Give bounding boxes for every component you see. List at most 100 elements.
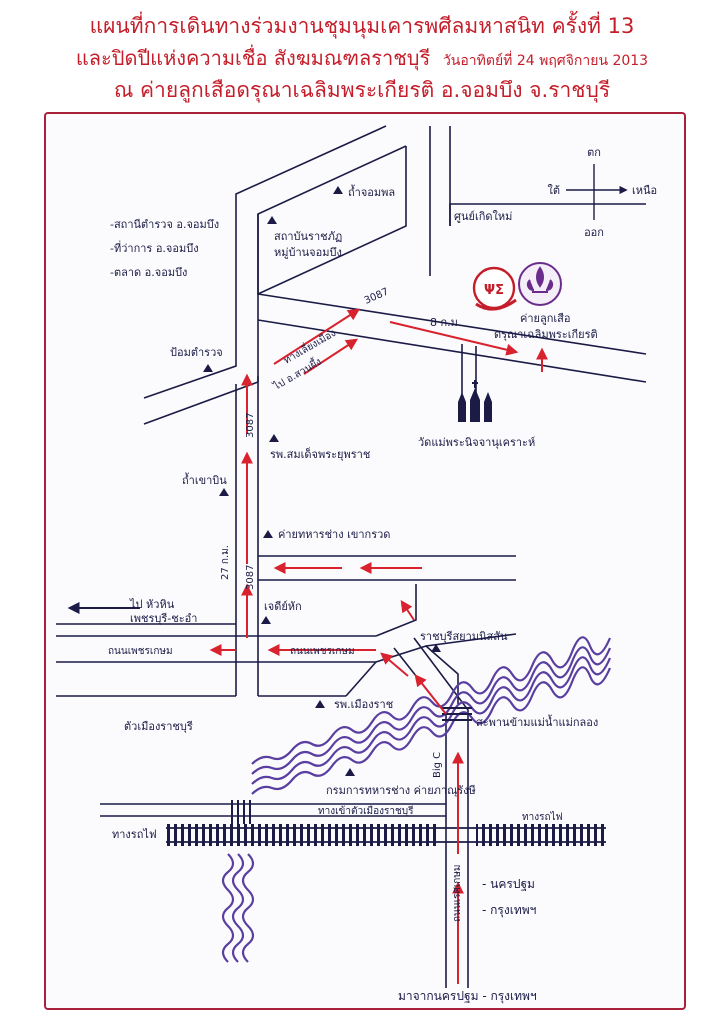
landmark-markers [203,186,441,776]
label-city: ตัวเมืองราชบุรี [124,720,193,733]
arrow-to-camp [389,321,519,356]
compass-west-label: ออก [584,226,604,239]
railway-ties-right [476,824,606,846]
label-from-line: มาจากนครปฐม - กรุงเทพฯ [398,989,537,1004]
map-frame: ตก ใต้ เหนือ ออก ΨΣ [44,112,686,1010]
label-army-camp: ค่ายทหารช่าง เขากรวด [278,528,390,541]
title-line-2-main: และปิดปีแห่งความเชื่อ สังฆมณฑลราชบุรี [75,46,431,70]
label-to-nakhon: - นครปฐม [482,877,535,891]
road-network [56,125,647,988]
map-labels: -สถานีตำรวจ อ.จอมบึง -ที่ว่าการ อ.จอมบึง… [108,184,598,1004]
river-wave-1 [251,636,612,765]
marker-engineer-dept [345,768,355,776]
label-scout-camp-2: ดรุณาเฉลิมพระเกียรติ [494,328,598,341]
label-railway-left: ทางรถไฟ [112,828,157,841]
label-khao-bin: ถ้ำเขาบิน [182,472,227,487]
main-bridge [442,707,472,721]
label-route-3087-c: 3087 [245,565,256,590]
road-junction-slant-b [413,637,469,754]
marker-army-camp [263,530,273,538]
compass-north-label: เหนือ [632,184,657,197]
label-rajabhat-2: หมู่บ้านจอมบึง [274,246,342,259]
road-junction-lower [375,645,459,704]
district-list-2: -ที่ว่าการ อ.จอมบึง [110,240,199,255]
label-new-center: ศูนย์เกิดใหม่ [454,210,512,223]
label-dist-27km: 27 ก.ม. [220,545,231,580]
marker-hospital-mueang [315,700,325,708]
label-phetkasem-mid: ถนนเพชรเกษม [290,646,355,657]
camp-logos: ΨΣ [472,262,562,311]
church-icon [458,380,492,422]
road-camp-lower [257,319,647,383]
mae-klong-river [221,636,612,963]
road-3087-upper-left [143,125,387,399]
label-to-bangkok: - กรุงเทพฯ [482,903,536,918]
river-wave-2 [251,646,612,775]
marker-chedi-hak [261,616,271,624]
river-wave-3 [251,656,612,785]
arrow-junction-diag [400,600,415,621]
label-phetkasem-left: ถนนเพชรเกษม [108,646,173,657]
map-title-line-1: แผนที่การเดินทางร่วมงานชุมนุมเคารพศีลมหา… [89,14,635,38]
district-list-1: -สถานีตำรวจ อ.จอมบึง [110,218,219,231]
railway [166,824,606,846]
marker-rajabhat [267,216,277,224]
marker-hospital-somdej [269,434,279,442]
label-church: วัดแม่พระนิจจานุเคราะห์ [418,436,535,449]
label-bypass: ทางเลี่ยงเมือง [281,325,339,366]
arrow-junction-to-phet [380,652,409,677]
railway-ties-left [166,824,438,846]
label-railway-right: ทางรถไฟ [522,811,563,823]
road-junction-upper [375,584,417,637]
road-junction-east [425,633,517,647]
label-scout-camp-1: ค่ายลูกเสือ [520,312,570,325]
label-to-huahin-2: เพชรบุรี-ชะอำ [130,612,197,625]
road-new-center-upper [449,203,646,226]
label-hospital-somdej: รพ.สมเด็จพระยุพราช [270,447,370,461]
river-south-1 [221,853,235,963]
label-bridge: สะพานข้ามแม่น้ำแม่กลอง [476,714,598,729]
marker-ratchaburi-school [431,644,441,652]
label-dist-8km: 8 ก.ม. [430,316,461,329]
label-route-3087-b: 3087 [245,413,256,438]
compass-east-label: ตก [587,146,601,159]
label-bypass-road: ถนนเรศเกษม [452,864,463,922]
marker-khao-bin [219,488,229,496]
marker-tham-jompol [333,186,343,194]
label-city-entry: ทางเข้าตัวเมืองราชบุรี [318,805,414,817]
compass-south-label: ใต้ [547,184,560,197]
marker-police-box [203,364,213,372]
label-route-3087-a: 3087 [363,286,391,306]
bridges [231,707,472,824]
label-chedi-hak: เจดีย์หัก [264,600,302,613]
label-big-c: Big C [432,752,443,778]
label-engineer-dept: กรมการทหารช่าง ค่ายภาณุรังษี [326,784,476,797]
city-bridge [231,800,251,824]
road-junction-diag [345,661,377,697]
compass-rose: ตก ใต้ เหนือ ออก [547,146,657,239]
river-south-3 [241,853,255,963]
route-arrows [209,308,548,984]
event-logo-icon: ΨΣ [472,266,517,311]
river-wave-4 [251,666,612,795]
label-ratchaburi-school: ราชบุรีสยามนิสสัน [420,630,508,643]
scout-emblem-icon [518,262,562,306]
river-south-2 [231,853,245,963]
map-title-line-2: และปิดปีแห่งความเชื่อ สังฆมณฑลราชบุรี วั… [0,42,724,74]
label-tham-jompol: ถ้ำจอมพล [348,184,395,199]
event-date: วันอาทิตย์ที่ 24 พฤศจิกายน 2013 [442,53,649,69]
map-title-line-3: ณ ค่ายลูกเสือดรุณาเฉลิมพระเกียรติ อ.จอมบ… [113,78,611,102]
arrow-suan-phueng [303,338,359,375]
road-3087-upper-right [143,145,407,425]
label-hospital-mueang: รพ.เมืองราช [334,698,393,711]
label-rajabhat-1: สถาบันราชภัฏ [274,230,342,243]
road-camp-upper [257,293,647,355]
arrow-bypass [273,308,361,365]
svg-text:ΨΣ: ΨΣ [484,283,504,298]
road-upper-block [257,146,407,296]
label-police-box: ป้อมตำรวจ [170,346,223,359]
arrow-bridge-north [414,674,447,715]
label-to-huahin-1: ไป หัวหิน [129,598,175,611]
district-list-3: -ตลาด อ.จอมบึง [110,266,187,279]
route-map: ตก ใต้ เหนือ ออก ΨΣ [56,125,657,1004]
